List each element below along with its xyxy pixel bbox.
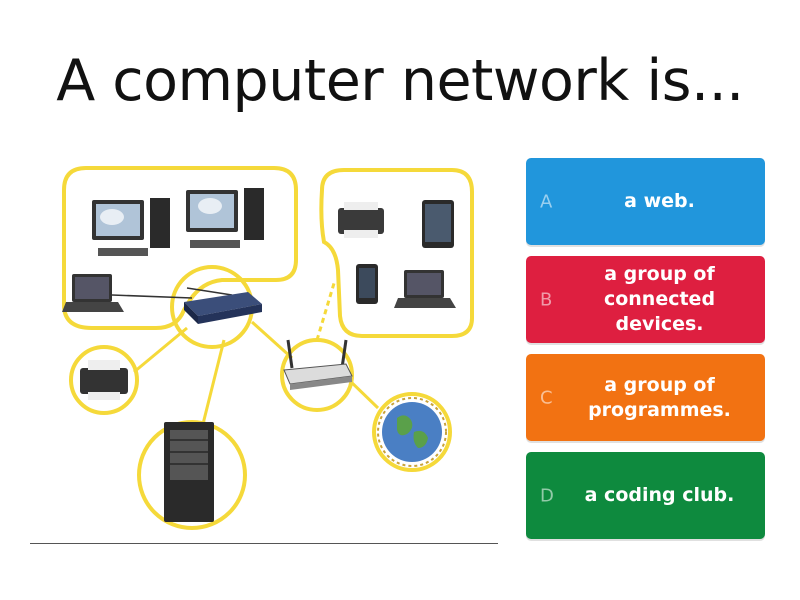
laptop-icon	[394, 270, 456, 308]
divider-line	[30, 543, 498, 544]
desktop-computer-icon	[186, 188, 264, 248]
answer-text: a web.	[624, 190, 695, 212]
globe-icon	[377, 397, 447, 467]
printer-icon	[338, 202, 384, 238]
answer-option-b[interactable]: B a group of connected devices.	[526, 256, 765, 343]
network-switch-icon	[184, 292, 262, 324]
answer-letter: C	[540, 387, 553, 408]
question-title: A computer network is...	[56, 48, 744, 114]
answer-option-c[interactable]: C a group of programmes.	[526, 354, 765, 441]
answer-list: A a web. B a group of connected devices.…	[526, 158, 765, 550]
answer-letter: A	[540, 191, 553, 212]
network-diagram-illustration	[62, 166, 474, 530]
answer-letter: D	[540, 485, 554, 506]
answer-option-a[interactable]: A a web.	[526, 158, 765, 245]
answer-letter: B	[540, 289, 553, 310]
answer-text: a group of connected devices.	[603, 263, 716, 335]
desktop-computer-icon	[92, 198, 170, 256]
answer-text: a coding club.	[584, 484, 735, 506]
tablet-icon	[422, 200, 454, 248]
answer-text: a group of programmes.	[588, 373, 731, 421]
smartphone-icon	[356, 264, 378, 304]
wireless-router-icon	[283, 339, 353, 390]
printer-icon	[80, 360, 128, 400]
answer-option-d[interactable]: D a coding club.	[526, 452, 765, 539]
server-tower-icon	[164, 422, 214, 522]
laptop-icon	[62, 274, 124, 312]
